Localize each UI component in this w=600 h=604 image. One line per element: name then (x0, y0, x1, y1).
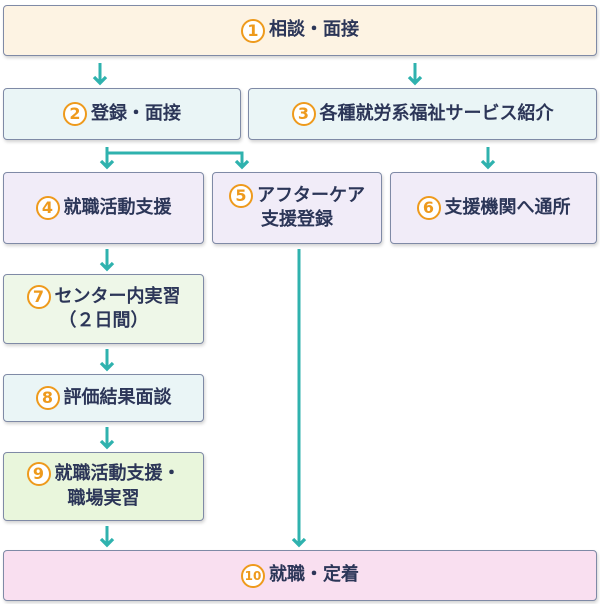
step-number-7: 7 (26, 284, 51, 309)
step-8-evaluation-interview: 8 評価結果面談 (3, 374, 204, 422)
step-7-label-line2: （２日間） (58, 310, 149, 331)
step-5-label-line2: 支援登録 (261, 209, 333, 230)
step-5-label-line1: アフターケア (257, 184, 365, 206)
step-3-label: 各種就労系福祉サービス紹介 (319, 102, 554, 124)
step-2-registration: 2 登録・面接 (3, 88, 241, 140)
step-4-label: 就職活動支援 (63, 196, 172, 218)
step-number-10: 10 (241, 563, 265, 588)
step-9-label-line1: 就職活動支援・ (54, 463, 181, 485)
step-6-label: 支援機関へ通所 (444, 196, 571, 218)
step-7-in-center-training: 7 センター内実習 （２日間） (3, 274, 204, 344)
step-2-label: 登録・面接 (91, 102, 181, 124)
step-9-job-search-workplace-training: 9 就職活動支援・ 職場実習 (3, 452, 204, 521)
step-3-service-introduction: 3 各種就労系福祉サービス紹介 (248, 88, 597, 140)
step-number-4: 4 (35, 196, 60, 220)
step-number-3: 3 (291, 102, 316, 126)
step-number-6: 6 (416, 196, 441, 220)
step-number-1: 1 (241, 18, 265, 43)
step-6-support-agency: 6 支援機関へ通所 (390, 172, 597, 244)
step-number-9: 9 (26, 462, 51, 487)
step-1-label: 相談・面接 (269, 19, 359, 41)
step-number-2: 2 (63, 102, 87, 126)
step-7-label-line1: センター内実習 (54, 285, 181, 307)
step-10-label: 就職・定着 (269, 564, 359, 586)
step-9-label-line2: 職場実習 (67, 487, 140, 509)
step-10-employment-retention: 10 就職・定着 (3, 550, 597, 601)
step-4-job-search-support: 4 就職活動支援 (3, 172, 204, 244)
arrow-2-to-5 (107, 151, 250, 170)
step-5-aftercare-registration: 5 アフターケア 支援登録 (212, 172, 382, 244)
step-1-consultation: 1 相談・面接 (3, 5, 597, 56)
step-number-8: 8 (35, 386, 60, 410)
step-8-label: 評価結果面談 (63, 386, 172, 408)
step-number-5: 5 (229, 183, 253, 208)
